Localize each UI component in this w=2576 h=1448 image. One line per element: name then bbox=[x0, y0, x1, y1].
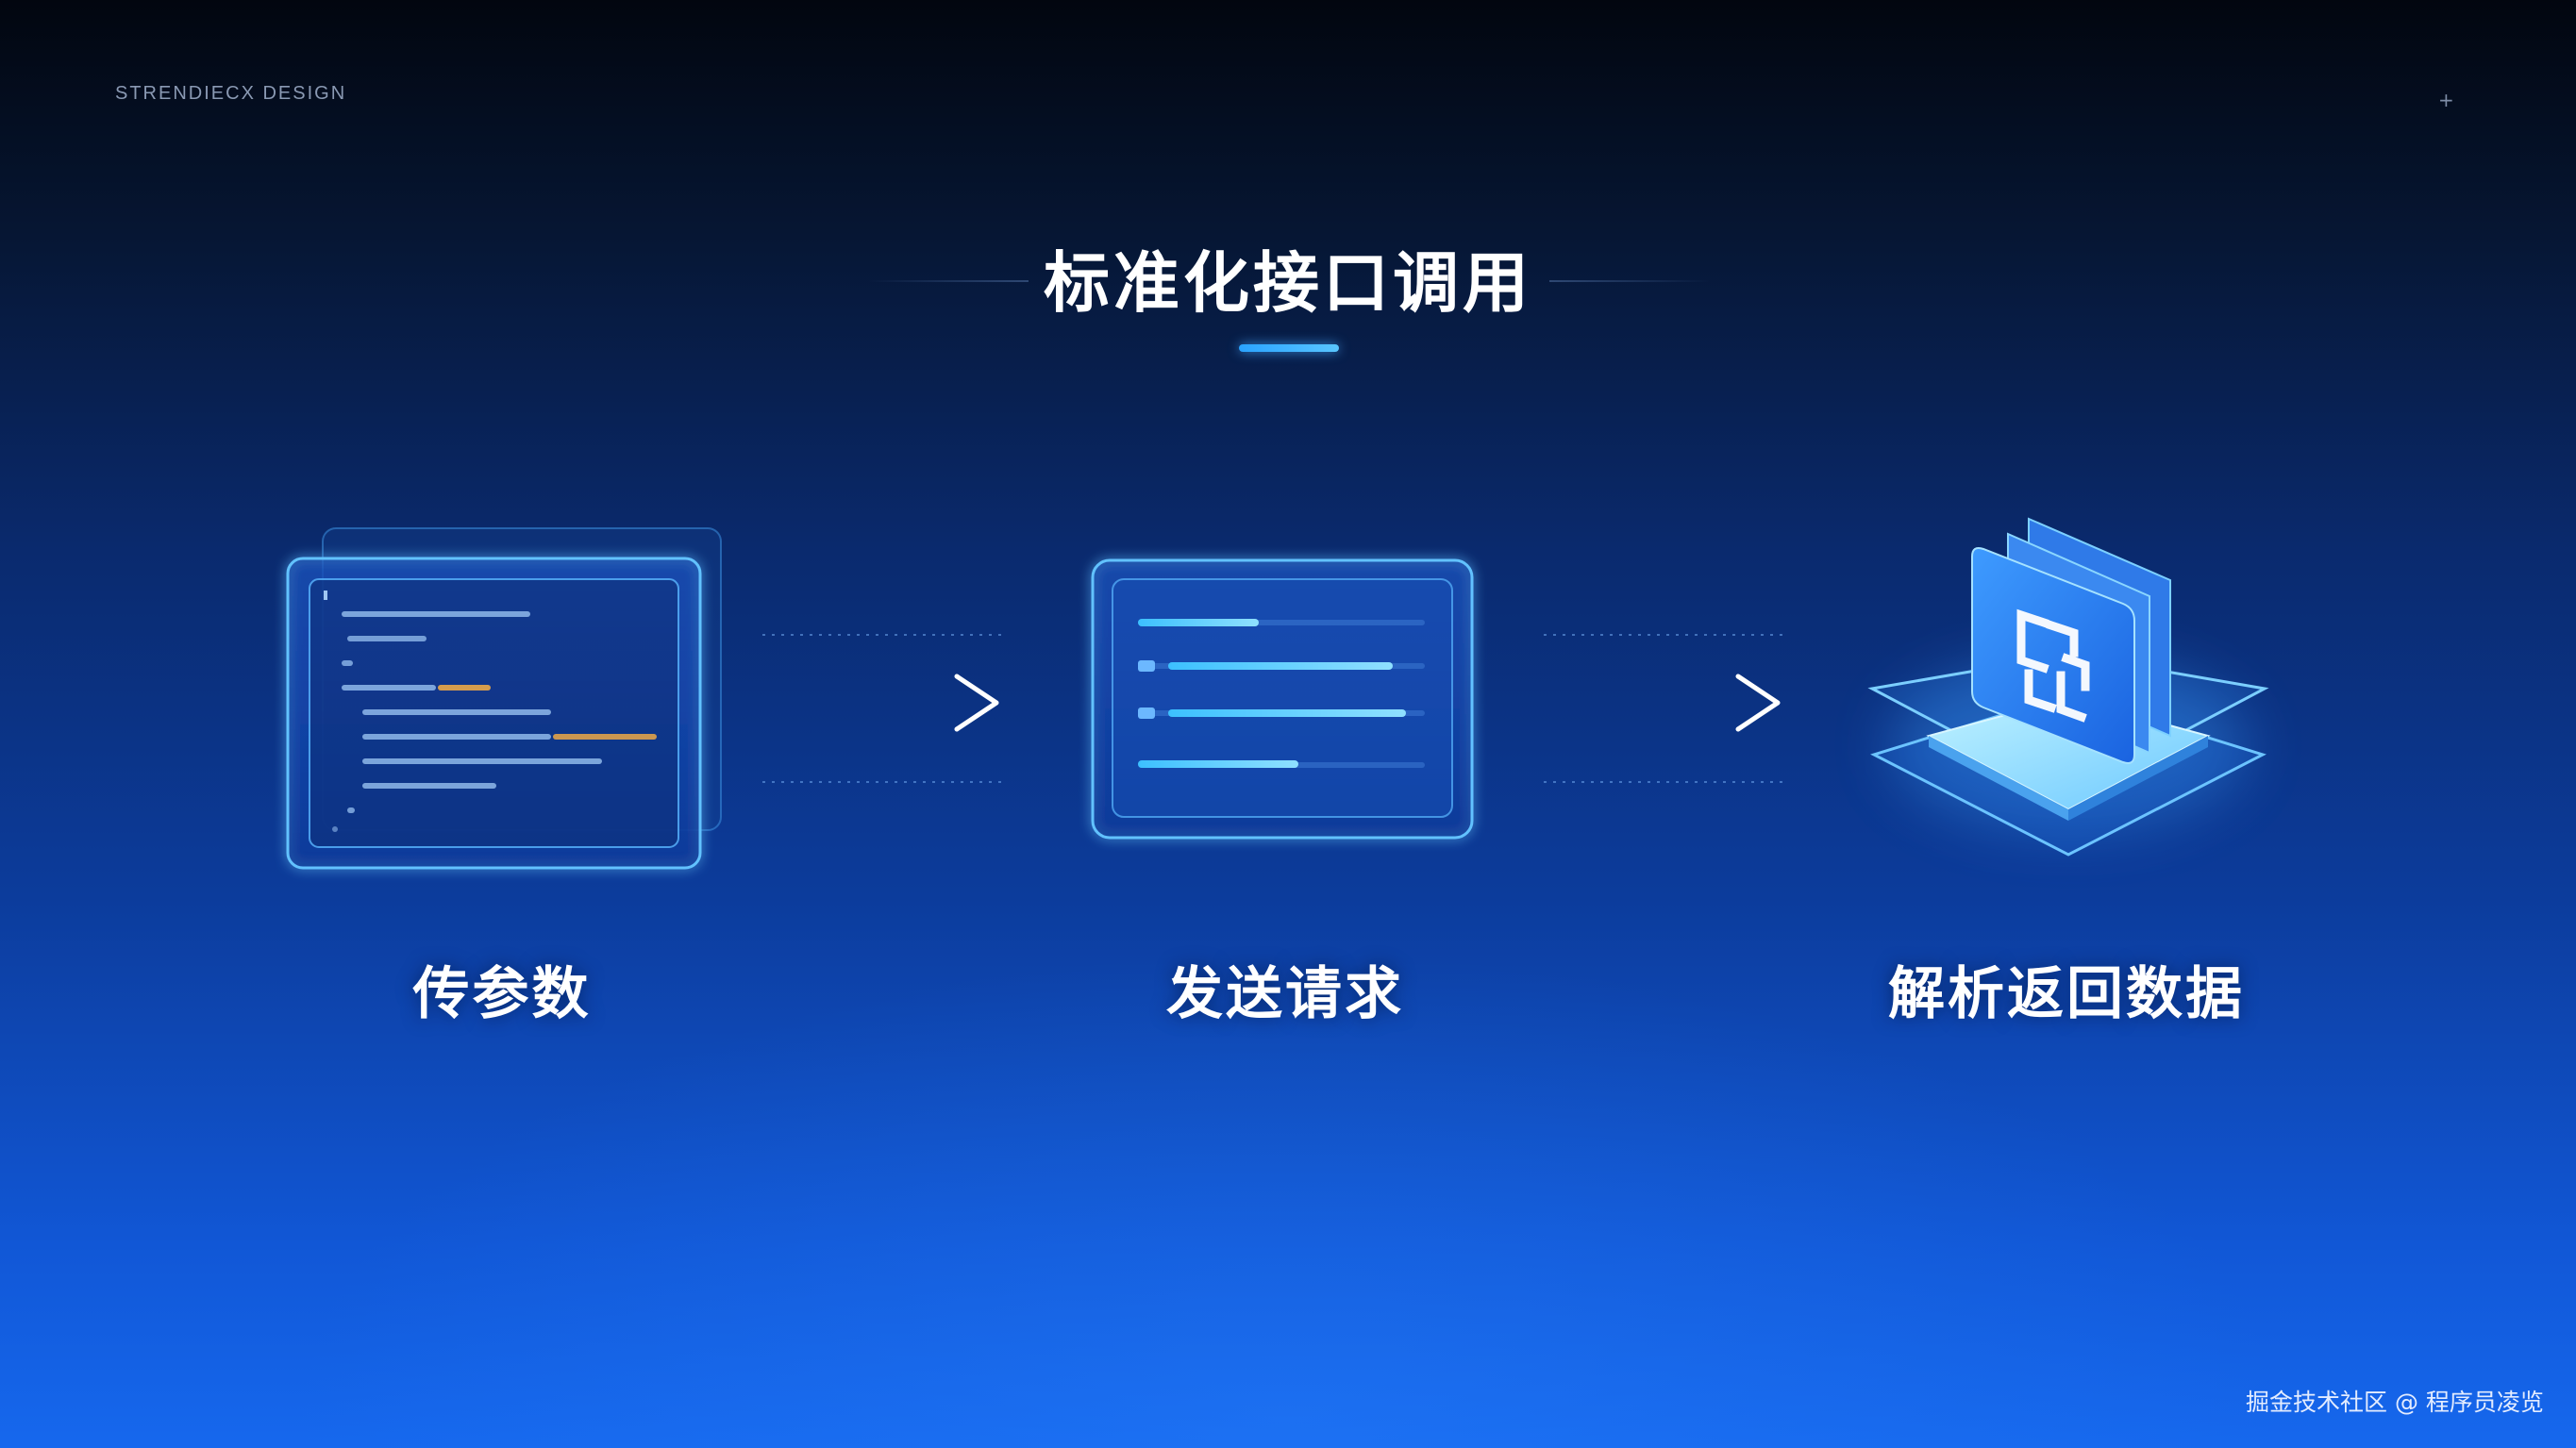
code-panel-icon bbox=[286, 527, 722, 870]
brand-label: STRENDIECX DESIGN bbox=[115, 83, 347, 104]
step-label-pass-params: 传参数 bbox=[412, 961, 592, 1027]
arrow-2 bbox=[1544, 634, 1783, 783]
title-right-rule bbox=[1549, 280, 1710, 282]
arrow-1 bbox=[762, 634, 1002, 783]
corner-plus-mark: + bbox=[2438, 89, 2454, 111]
data-stack-icon bbox=[1867, 517, 2269, 857]
title-underline bbox=[1239, 344, 1339, 352]
step-label-parse-response: 解析返回数据 bbox=[1888, 961, 2245, 1027]
request-panel-icon bbox=[1091, 558, 1474, 840]
page-title: 标准化接口调用 bbox=[1044, 244, 1532, 322]
title-left-rule bbox=[868, 280, 1029, 282]
watermark: 掘金技术社区 @ 程序员凌览 bbox=[2246, 1389, 2544, 1416]
step-label-send-request: 发送请求 bbox=[1166, 961, 1404, 1027]
